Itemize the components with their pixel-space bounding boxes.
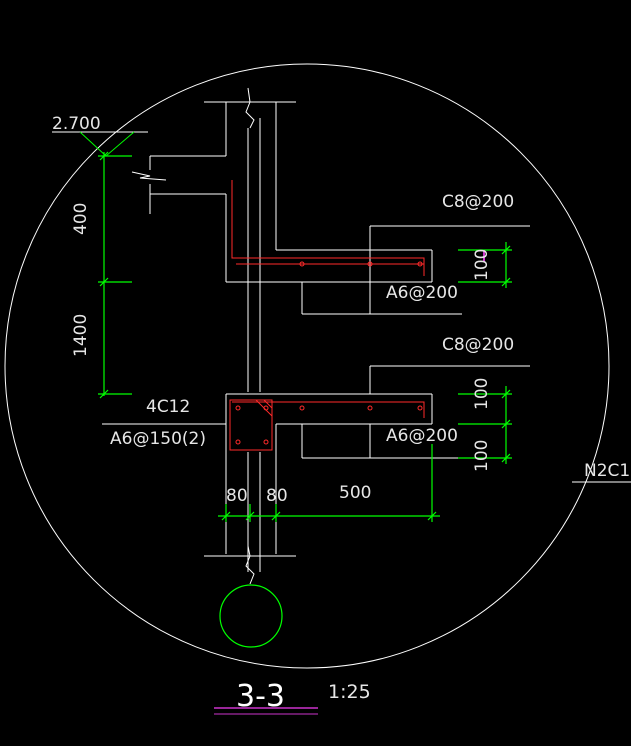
elevation-label: 2.700 bbox=[52, 114, 101, 134]
dim-column-left-width: 80 bbox=[226, 486, 248, 506]
rebar-dot bbox=[299, 405, 305, 411]
lower-top-rebar-label: C8@200 bbox=[442, 335, 514, 355]
rebar-dot bbox=[263, 405, 269, 411]
corner-stirrup bbox=[229, 399, 273, 451]
stirrups-label: A6@150(2) bbox=[110, 429, 206, 449]
upper-distribution-label: A6@200 bbox=[386, 283, 458, 303]
column-marker-circle bbox=[219, 584, 283, 648]
dim-column-right-width: 80 bbox=[266, 486, 288, 506]
dim-lower-ledge-thickness-bottom: 100 bbox=[472, 440, 492, 472]
lower-rebar bbox=[232, 401, 425, 418]
upper-top-rebar-label: C8@200 bbox=[442, 192, 514, 212]
concrete-outline bbox=[52, 87, 631, 585]
dim-upper-height: 400 bbox=[71, 203, 91, 235]
rebar-dot bbox=[235, 405, 241, 411]
dim-ledge-length: 500 bbox=[339, 483, 371, 503]
dim-upper-ledge-thickness: 100 bbox=[472, 249, 492, 281]
dim-lower-ledge-thickness-top: 100 bbox=[472, 378, 492, 410]
rebar-dot bbox=[367, 261, 373, 267]
rebar-group bbox=[229, 180, 425, 451]
detail-circle bbox=[4, 63, 610, 669]
lower-distribution-label: A6@200 bbox=[386, 426, 458, 446]
rebar-dot bbox=[263, 439, 269, 445]
corner-bars-label: 4C12 bbox=[146, 397, 190, 417]
scale-label: 1:25 bbox=[328, 681, 371, 703]
rebar-dot bbox=[299, 261, 305, 267]
upper-rebar bbox=[231, 180, 425, 276]
dimension-lines bbox=[79, 131, 512, 648]
dim-lower-height: 1400 bbox=[71, 314, 91, 357]
rebar-dot bbox=[235, 439, 241, 445]
rebar-dot bbox=[417, 405, 423, 411]
rebar-dot bbox=[367, 405, 373, 411]
side-note-label: N2C1 bbox=[584, 461, 630, 481]
rebar-dot bbox=[417, 261, 423, 267]
